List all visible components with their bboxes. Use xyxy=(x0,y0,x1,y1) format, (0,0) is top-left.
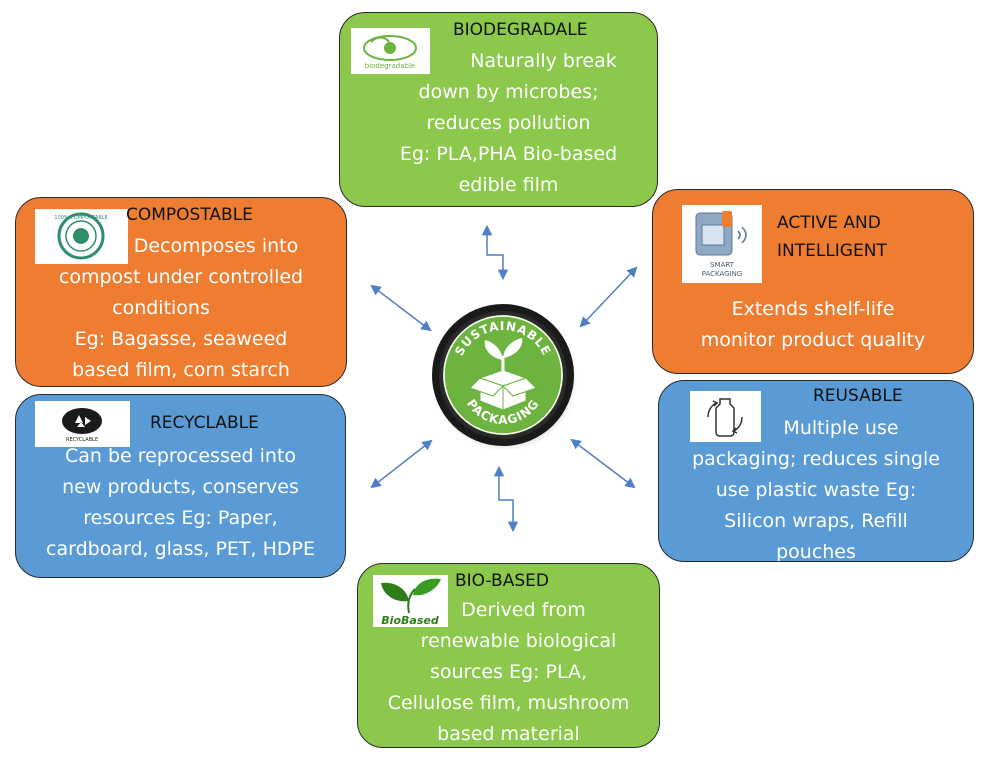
biodegradable-desc-line: edible film xyxy=(458,174,559,196)
active-intelligent-title-1: ACTIVE AND xyxy=(777,213,881,233)
recyclable-title: RECYCLABLE xyxy=(150,413,259,433)
recyclable-desc-line: new products, conserves xyxy=(62,476,299,498)
smart-logo-text-1: SMART xyxy=(710,261,735,269)
bio-based-desc-line: Cellulose film, mushroom xyxy=(387,692,630,714)
sustainable-packaging-badge: SUSTAINABLE PACKAGING xyxy=(428,300,578,451)
reusable-logo xyxy=(690,391,761,442)
bio-based-desc-line: renewable biological xyxy=(420,630,617,652)
arrow-biodegradable xyxy=(481,224,509,281)
reusable-desc-line: Multiple use xyxy=(783,417,899,439)
reusable-desc-line: Silicon wraps, Refill xyxy=(724,510,908,532)
biodegradable-desc-line: Naturally break xyxy=(470,50,617,72)
arrow-bio-based xyxy=(493,465,519,533)
bio-based-title: BIO-BASED xyxy=(455,571,549,591)
bio-based-logo: BioBased xyxy=(373,575,448,627)
compostable-desc-line: conditions xyxy=(112,297,210,319)
arrow-reusable xyxy=(570,438,636,489)
biodegradable-logo: biodegradable xyxy=(351,28,430,74)
biodegradable-desc-line: reduces pollution xyxy=(426,112,591,134)
recyclable-logo-text: RECYCLABLE xyxy=(66,437,98,443)
smart-packaging-logo: SMART PACKAGING xyxy=(682,205,762,283)
compostable-logo-text: 100% COMPOSTABLE xyxy=(54,215,107,221)
compostable-card: 100% COMPOSTABLE COMPOSTABLE Decomposes … xyxy=(15,197,347,387)
reusable-card: REUSABLE Multiple use packaging; reduces… xyxy=(658,380,974,562)
arrow-recyclable xyxy=(370,439,433,489)
recyclable-desc-line: Can be reprocessed into xyxy=(64,445,297,467)
recyclable-card: RECYCLABLE RECYCLABLE Can be reprocessed… xyxy=(15,394,346,578)
bio-based-desc-line: based material xyxy=(437,723,580,745)
arrow-compostable xyxy=(370,284,432,332)
smart-logo-text-2: PACKAGING xyxy=(702,270,743,278)
compostable-desc-line: based film, corn starch xyxy=(72,359,290,381)
compostable-logo: 100% COMPOSTABLE xyxy=(35,209,128,264)
active-intelligent-desc-line: monitor product quality xyxy=(700,329,926,351)
bio-based-card: BioBased BIO-BASED Derived from renewabl… xyxy=(357,563,660,748)
bio-based-logo-text: BioBased xyxy=(381,614,439,627)
biodegradable-logo-text: biodegradable xyxy=(365,62,415,70)
compostable-desc-line: compost under controlled xyxy=(58,266,304,288)
compostable-desc-line: Decomposes into xyxy=(133,235,299,257)
biodegradable-title: BIODEGRADALE xyxy=(453,20,588,40)
recyclable-logo: RECYCLABLE xyxy=(35,401,130,447)
arrow-active-intelligent xyxy=(579,266,638,328)
biodegradable-card: biodegradable BIODEGRADALE Naturally bre… xyxy=(339,12,658,207)
active-intelligent-title-2: INTELLIGENT xyxy=(777,241,887,261)
compostable-title: COMPOSTABLE xyxy=(126,205,253,225)
compostable-desc-line: Eg: Bagasse, seaweed xyxy=(74,328,288,350)
active-intelligent-desc-line: Extends shelf-life xyxy=(731,298,895,320)
recyclable-desc-line: cardboard, glass, PET, HDPE xyxy=(46,538,315,560)
biodegradable-desc-line: Eg: PLA,PHA Bio-based xyxy=(399,143,618,165)
bio-based-desc-line: Derived from xyxy=(461,599,586,621)
active-intelligent-card: SMART PACKAGING ACTIVE AND INTELLIGENT E… xyxy=(652,189,974,374)
recyclable-desc-line: resources Eg: Paper, xyxy=(83,507,278,529)
reusable-desc-line: packaging; reduces single xyxy=(692,448,940,470)
reusable-title: REUSABLE xyxy=(813,386,903,406)
bio-based-desc-line: sources Eg: PLA, xyxy=(429,661,588,683)
reusable-desc-line: use plastic waste Eg: xyxy=(715,479,917,501)
biodegradable-desc-line: down by microbes; xyxy=(418,81,599,103)
reusable-desc-line: pouches xyxy=(776,541,856,562)
